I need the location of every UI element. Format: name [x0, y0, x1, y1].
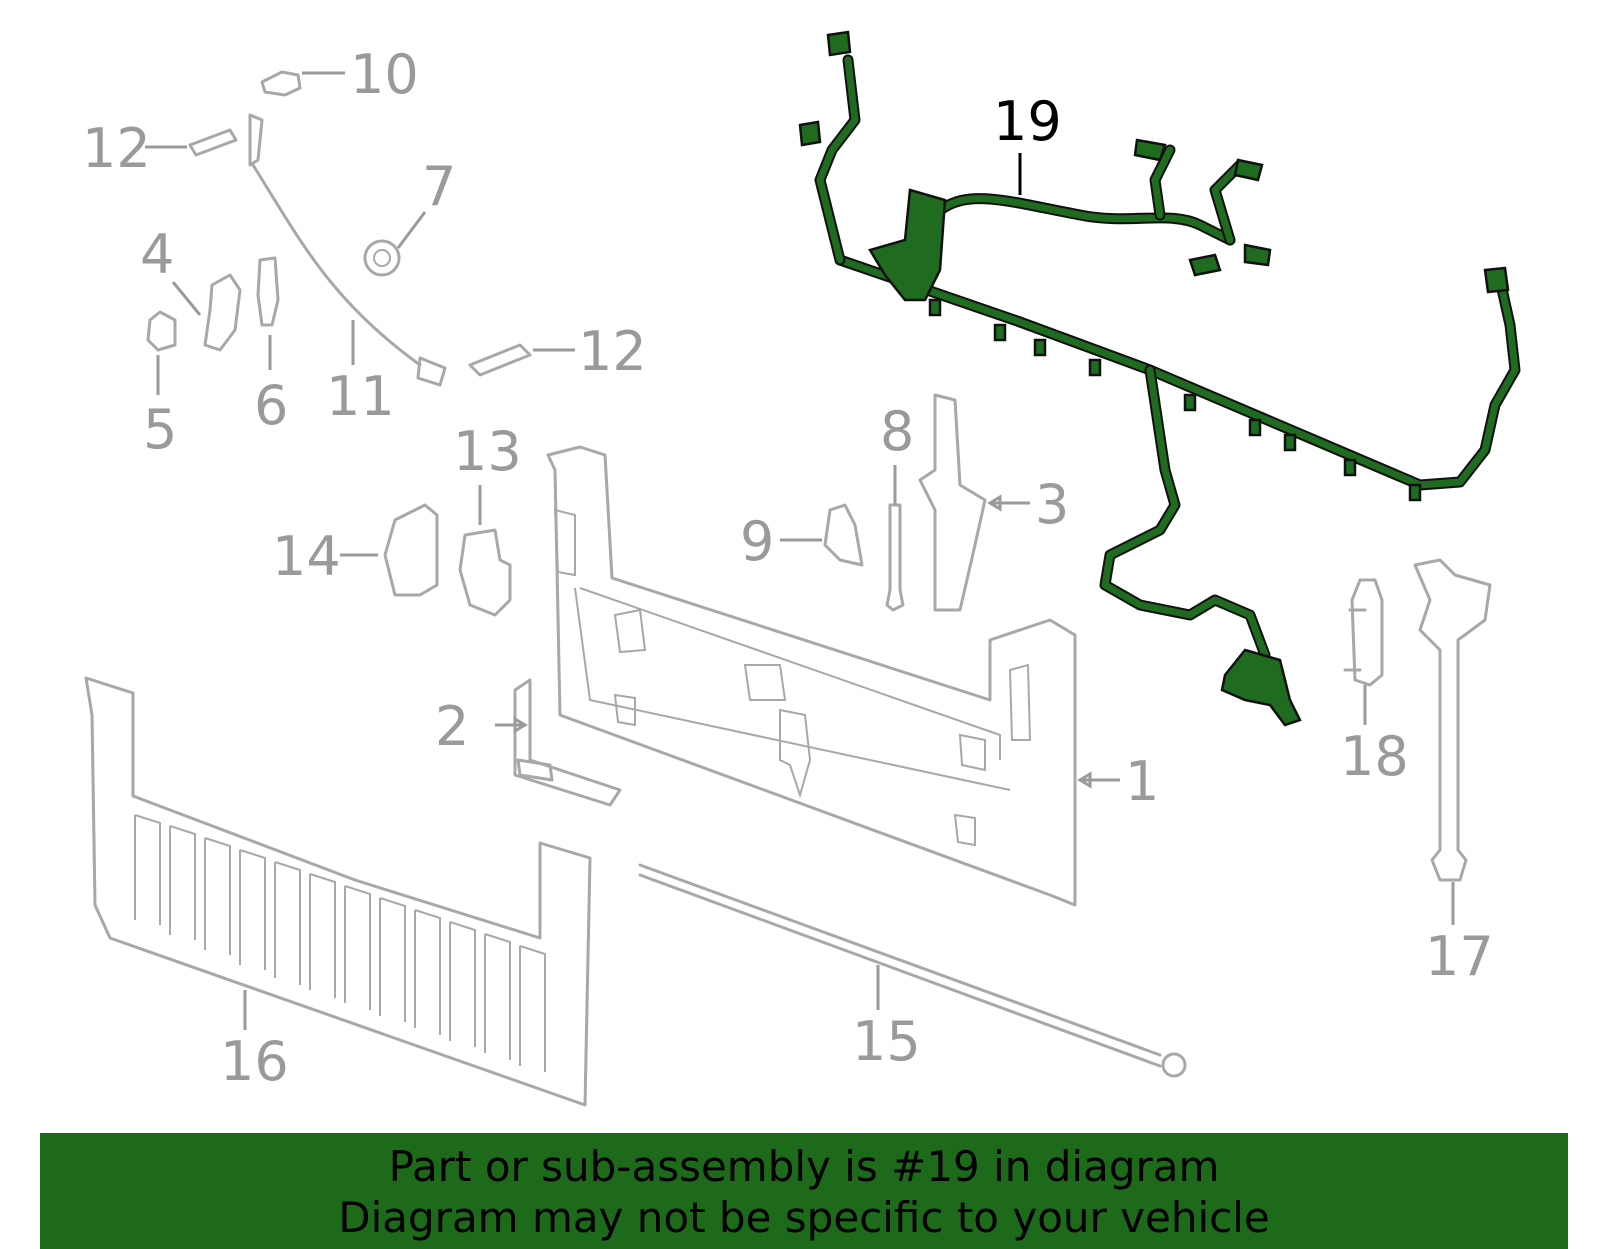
callout-18: 18	[1340, 725, 1409, 788]
callout-1: 1	[1125, 750, 1159, 813]
callout-11: 11	[326, 365, 395, 428]
callout-12-upper: 12	[82, 117, 151, 180]
part-3-support	[918, 393, 987, 612]
banner-line-part: Part or sub-assembly is #19 in diagram	[388, 1142, 1220, 1191]
part-4-bracket	[203, 273, 242, 352]
callout-14: 14	[272, 525, 341, 588]
callout-5: 5	[143, 398, 177, 461]
part-5-bumper	[146, 310, 177, 352]
callout-17: 17	[1425, 925, 1494, 988]
part-10-bolt	[260, 70, 302, 97]
callout-13: 13	[453, 420, 522, 483]
part-7-bushing	[363, 239, 401, 277]
callout-labels: 1 2 3 4 5 6 7 8 9 10 11 12 12 13 14 15 1…	[82, 43, 1494, 1093]
callout-12-lower: 12	[578, 320, 647, 383]
part-9-clip	[823, 503, 864, 567]
callout-19: 19	[993, 90, 1062, 153]
part-18-hinge-bracket	[1343, 578, 1384, 687]
callout-3: 3	[1035, 473, 1069, 536]
callout-4: 4	[140, 223, 174, 286]
part-13-latch	[458, 528, 512, 617]
notice-banner: Part or sub-assembly is #19 in diagram D…	[40, 1133, 1568, 1249]
part-17-strut	[1413, 558, 1492, 882]
part-15-rod	[638, 863, 1187, 1078]
part-19-wiring-harness	[798, 30, 1521, 727]
part-8-rod	[885, 503, 905, 612]
part-14-handle-housing	[383, 503, 439, 597]
callout-6: 6	[254, 374, 288, 437]
banner-line-disclaimer: Diagram may not be specific to your vehi…	[338, 1193, 1270, 1242]
callout-15: 15	[852, 1010, 921, 1073]
callout-10: 10	[350, 43, 419, 106]
callout-9: 9	[740, 510, 774, 573]
part-11-cable	[248, 113, 447, 387]
part-12-bolt-upper	[188, 128, 238, 157]
part-6-plate	[256, 256, 280, 327]
part-2-bracket	[513, 678, 622, 807]
callout-16: 16	[220, 1030, 289, 1093]
part-16-tailgate-panel	[84, 676, 592, 1107]
callout-8: 8	[880, 400, 914, 463]
callout-7: 7	[422, 155, 456, 218]
part-1-tailgate-inner	[546, 445, 1077, 907]
callout-2: 2	[435, 695, 469, 758]
leader-lines	[145, 71, 1455, 1030]
part-12-bolt-lower	[468, 343, 532, 377]
